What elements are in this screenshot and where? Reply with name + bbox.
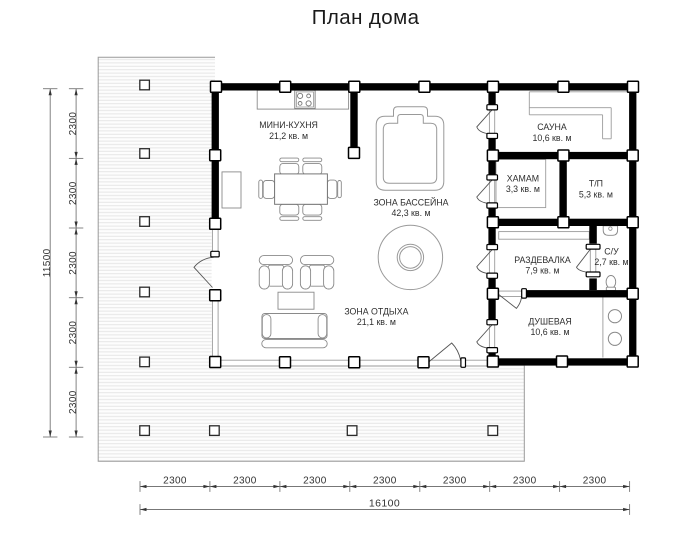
svg-text:42,3 кв. м: 42,3 кв. м xyxy=(391,208,430,218)
svg-text:21,2 кв. м: 21,2 кв. м xyxy=(269,131,308,141)
svg-text:Т/П: Т/П xyxy=(589,179,603,189)
svg-text:2300: 2300 xyxy=(163,475,187,486)
svg-text:РАЗДЕВАЛКА: РАЗДЕВАЛКА xyxy=(514,255,571,265)
svg-text:2300: 2300 xyxy=(513,475,537,486)
svg-text:10,6 кв. м: 10,6 кв. м xyxy=(530,327,569,337)
svg-text:2,7 кв. м: 2,7 кв. м xyxy=(594,257,628,267)
svg-text:2300: 2300 xyxy=(303,475,327,486)
svg-text:САУНА: САУНА xyxy=(537,122,567,132)
svg-text:МИНИ-КУХНЯ: МИНИ-КУХНЯ xyxy=(259,120,318,130)
svg-text:2300: 2300 xyxy=(443,475,467,486)
svg-text:2300: 2300 xyxy=(233,475,257,486)
svg-text:ЗОНА ОТДЫХА: ЗОНА ОТДЫХА xyxy=(344,306,408,316)
svg-text:План дома: План дома xyxy=(312,6,420,29)
svg-text:2300: 2300 xyxy=(583,475,607,486)
svg-text:7,9 кв. м: 7,9 кв. м xyxy=(525,266,559,276)
svg-text:10,6 кв. м: 10,6 кв. м xyxy=(532,133,571,143)
svg-text:ЗОНА БАССЕЙНА: ЗОНА БАССЕЙНА xyxy=(373,196,448,207)
svg-text:2300: 2300 xyxy=(68,321,79,345)
svg-text:2300: 2300 xyxy=(68,181,79,205)
svg-text:ХАМАМ: ХАМАМ xyxy=(507,174,539,184)
svg-text:3,3 кв. м: 3,3 кв. м xyxy=(506,184,540,194)
svg-text:2300: 2300 xyxy=(373,475,397,486)
svg-text:С/У: С/У xyxy=(604,246,619,256)
svg-text:11500: 11500 xyxy=(42,248,53,277)
svg-text:2300: 2300 xyxy=(68,112,79,136)
svg-text:2300: 2300 xyxy=(68,251,79,275)
svg-text:2300: 2300 xyxy=(68,390,79,414)
svg-text:16100: 16100 xyxy=(369,497,400,509)
svg-text:21,1 кв. м: 21,1 кв. м xyxy=(357,317,396,327)
svg-text:5,3 кв. м: 5,3 кв. м xyxy=(579,189,613,199)
svg-text:ДУШЕВАЯ: ДУШЕВАЯ xyxy=(528,317,571,327)
